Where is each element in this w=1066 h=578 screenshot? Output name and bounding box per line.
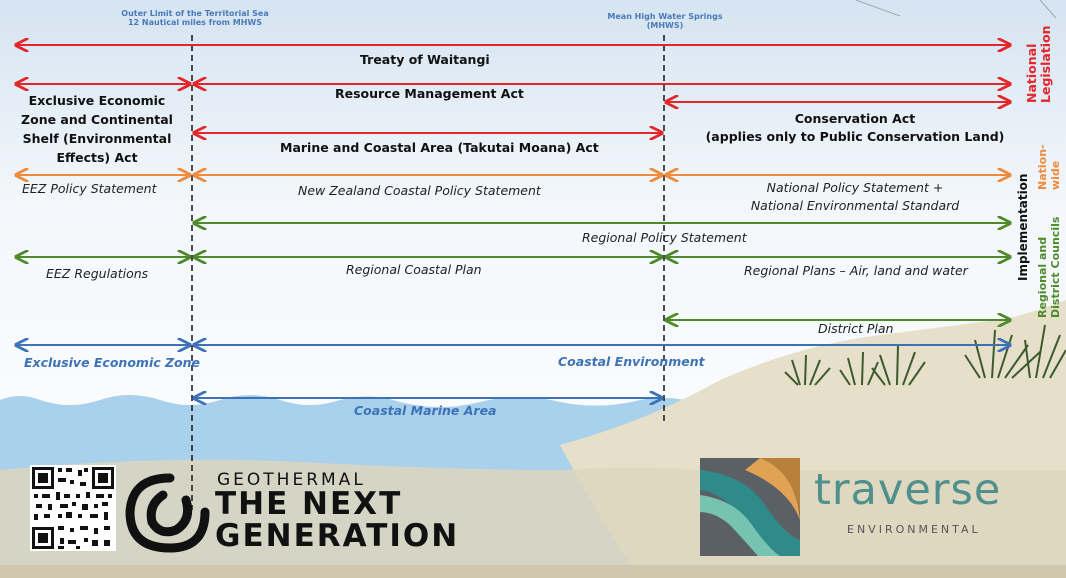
- side-label-line: Nation-: [1036, 144, 1049, 190]
- regional-councils-label: Regional and District Councils: [1036, 217, 1062, 318]
- traverse-text: traverse: [814, 465, 1002, 515]
- mhws-header: Mean High Water Springs (MHWS): [590, 12, 740, 30]
- traverse-logo-icon: [700, 458, 800, 556]
- qr-code: [30, 465, 116, 551]
- rma-label: Resource Management Act: [335, 86, 524, 101]
- implementation-label: Implementation: [1016, 173, 1030, 281]
- eez-zone-label: Exclusive Economic Zone: [24, 355, 201, 370]
- nzcps-label: New Zealand Coastal Policy Statement: [298, 183, 541, 198]
- nationwide-label: Nation- wide: [1036, 144, 1062, 190]
- eez-act-line: Effects) Act: [56, 150, 138, 165]
- mhws-line2: (MHWS): [646, 21, 684, 31]
- nps-line: National Environmental Standard: [750, 198, 960, 213]
- treaty-label: Treaty of Waitangi: [360, 52, 490, 67]
- regional-plans-label: Regional Plans – Air, land and water: [744, 263, 968, 278]
- conservation-line: Conservation Act: [794, 111, 916, 126]
- geothermal-logo-icon: [125, 473, 210, 553]
- eez-act-line: Exclusive Economic: [28, 93, 166, 108]
- nps-line: National Policy Statement +: [766, 180, 944, 195]
- side-label-line: National: [1024, 43, 1039, 103]
- district-plan-label: District Plan: [818, 321, 894, 336]
- geothermal-line1-text: THE NEXT: [215, 486, 403, 522]
- marine-coastal-label: Marine and Coastal Area (Takutai Moana) …: [280, 140, 599, 155]
- national-legislation-label: National Legislation: [1024, 25, 1053, 103]
- corner-line: [1039, 0, 1057, 19]
- eez-act-line: Shelf (Environmental: [22, 131, 172, 146]
- side-label-line: Legislation: [1038, 25, 1053, 103]
- corner-line: [855, 0, 901, 17]
- side-label-line: Regional and: [1036, 236, 1049, 318]
- eez-act-line: Zone and Continental: [21, 112, 173, 127]
- rcp-label: Regional Coastal Plan: [346, 262, 482, 277]
- conservation-label: Conservation Act (applies only to Public…: [700, 110, 1010, 146]
- geothermal-small-text: GEOTHERMAL: [217, 470, 366, 490]
- rps-label: Regional Policy Statement: [582, 230, 747, 245]
- coastal-env-label: Coastal Environment: [558, 354, 705, 369]
- side-label-line: District Councils: [1049, 216, 1062, 318]
- grass-tufts: [784, 324, 1066, 386]
- conservation-line: (applies only to Public Conservation Lan…: [705, 129, 1005, 144]
- mhws-line1: Mean High Water Springs: [607, 12, 723, 21]
- nps-label: National Policy Statement + National Env…: [700, 179, 1010, 215]
- traverse-sub-text: ENVIRONMENTAL: [847, 523, 981, 536]
- outer-limit-line2: 12 Nautical miles from MHWS: [127, 18, 263, 28]
- outer-limit-line1: Outer Limit of the Territorial Sea: [121, 9, 269, 18]
- eez-policy-label: EEZ Policy Statement: [22, 181, 157, 196]
- bottom-band: [0, 565, 1066, 578]
- geothermal-line2-text: GENERATION: [215, 518, 460, 554]
- eez-regs-label: EEZ Regulations: [46, 266, 149, 281]
- cma-label: Coastal Marine Area: [354, 403, 497, 418]
- eez-act-label: Exclusive Economic Zone and Continental …: [0, 91, 194, 167]
- outer-limit-header: Outer Limit of the Territorial Sea 12 Na…: [100, 9, 290, 27]
- side-label-line: wide: [1049, 160, 1062, 190]
